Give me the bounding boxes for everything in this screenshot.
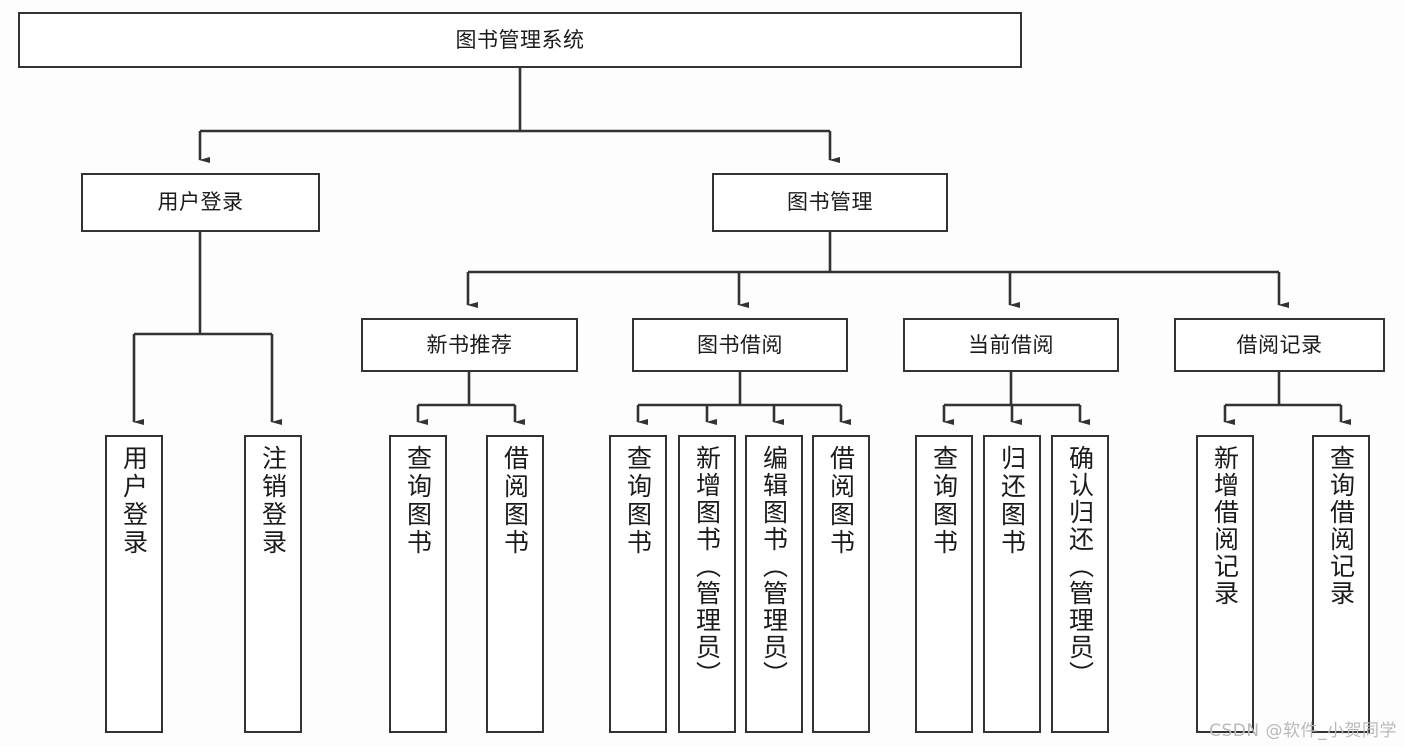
node-root-label: 图书管理系统: [455, 27, 585, 52]
node-book-management-label: 图书管理: [787, 190, 873, 215]
leaf-logout[interactable]: 注销登录: [244, 435, 302, 733]
leaf-logout-label: 注销登录: [258, 445, 288, 557]
leaf-return-book[interactable]: 归还图书: [983, 435, 1041, 733]
node-borrow-record[interactable]: 借阅记录: [1174, 318, 1385, 372]
leaf-query-book-2[interactable]: 查询图书: [609, 435, 667, 733]
leaf-edit-book-admin[interactable]: 编辑图书（管理员）: [745, 435, 803, 733]
leaf-add-borrow-record[interactable]: 新增借阅记录: [1196, 435, 1254, 733]
leaf-query-book-1-label: 查询图书: [403, 445, 433, 557]
leaf-borrow-book-2-label: 借阅图书: [826, 445, 856, 557]
leaf-add-book-admin[interactable]: 新增图书（管理员）: [678, 435, 736, 733]
leaf-add-book-admin-label: 新增图书（管理员）: [692, 445, 722, 688]
node-user-login-label: 用户登录: [157, 190, 244, 215]
node-root[interactable]: 图书管理系统: [18, 12, 1022, 68]
leaf-confirm-return-admin-label: 确认归还（管理员）: [1065, 445, 1095, 688]
node-new-book-recommend[interactable]: 新书推荐: [361, 318, 578, 372]
node-book-borrow[interactable]: 图书借阅: [632, 318, 848, 372]
leaf-add-borrow-record-label: 新增借阅记录: [1210, 445, 1240, 607]
node-current-borrow-label: 当前借阅: [968, 332, 1054, 357]
node-current-borrow[interactable]: 当前借阅: [903, 318, 1119, 372]
leaf-confirm-return-admin[interactable]: 确认归还（管理员）: [1051, 435, 1109, 733]
leaf-query-book-3[interactable]: 查询图书: [915, 435, 973, 733]
leaf-borrow-book-2[interactable]: 借阅图书: [812, 435, 870, 733]
node-book-borrow-label: 图书借阅: [697, 332, 783, 357]
leaf-query-borrow-record-label: 查询借阅记录: [1326, 445, 1356, 607]
node-user-login[interactable]: 用户登录: [81, 173, 320, 232]
leaf-query-book-3-label: 查询图书: [929, 445, 959, 557]
node-book-management[interactable]: 图书管理: [712, 173, 948, 232]
leaf-return-book-label: 归还图书: [997, 445, 1027, 557]
node-new-book-recommend-label: 新书推荐: [426, 332, 513, 357]
leaf-borrow-book-1-label: 借阅图书: [500, 445, 530, 557]
leaf-user-login[interactable]: 用户登录: [105, 435, 163, 733]
leaf-user-login-label: 用户登录: [119, 445, 149, 557]
node-borrow-record-label: 借阅记录: [1236, 332, 1323, 357]
leaf-query-book-1[interactable]: 查询图书: [389, 435, 447, 733]
leaf-query-borrow-record[interactable]: 查询借阅记录: [1312, 435, 1370, 733]
csdn-watermark: CSDN @软件_小贺同学: [1209, 721, 1397, 741]
leaf-edit-book-admin-label: 编辑图书（管理员）: [759, 445, 789, 688]
leaf-borrow-book-1[interactable]: 借阅图书: [486, 435, 544, 733]
leaf-query-book-2-label: 查询图书: [623, 445, 653, 557]
